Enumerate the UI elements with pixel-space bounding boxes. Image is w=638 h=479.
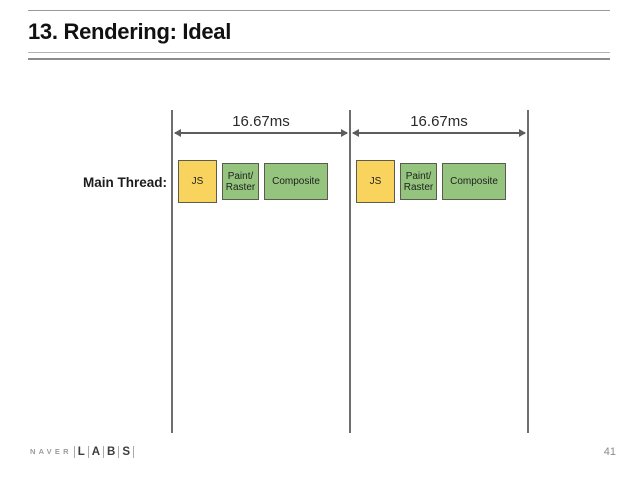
- arrowhead-right-icon: [341, 129, 348, 137]
- logo-bar: [133, 445, 135, 458]
- task-box-js: JS: [356, 160, 395, 203]
- page-number: 41: [603, 446, 616, 458]
- labs-letter: A: [91, 445, 101, 458]
- task-box-paint-raster: Paint/ Raster: [222, 163, 259, 200]
- header-divider-thick: [28, 58, 610, 60]
- task-box-paint-raster: Paint/ Raster: [400, 163, 437, 200]
- labs-letter: S: [122, 445, 131, 458]
- header-divider-thin: [28, 52, 610, 53]
- arrow-shaft: [175, 132, 347, 134]
- logo-bar: [103, 445, 105, 458]
- logo-bar: [73, 445, 75, 458]
- frame-boundary-line: [171, 110, 173, 433]
- double-arrow: [172, 127, 350, 139]
- task-box-js: JS: [178, 160, 217, 203]
- naver-labs-logo: NAVER L A B S: [30, 444, 135, 459]
- logo-bar: [87, 445, 89, 458]
- arrow-shaft: [353, 132, 525, 134]
- naver-wordmark: NAVER: [30, 447, 72, 456]
- frame-boundary-line: [527, 110, 529, 433]
- frame-boundary-line: [349, 110, 351, 433]
- task-box-composite: Composite: [442, 163, 506, 200]
- labs-letter: B: [107, 445, 116, 458]
- logo-bar: [118, 445, 120, 458]
- arrowhead-right-icon: [519, 129, 526, 137]
- task-box-composite: Composite: [264, 163, 328, 200]
- labs-letter: L: [77, 445, 85, 458]
- main-thread-label: Main Thread:: [82, 175, 167, 190]
- double-arrow: [350, 127, 528, 139]
- frame-duration-label: 16.67ms: [232, 113, 290, 130]
- header-top-rule: [28, 10, 610, 11]
- frame-duration-label: 16.67ms: [410, 113, 468, 130]
- slide-title: 13. Rendering: Ideal: [28, 19, 232, 44]
